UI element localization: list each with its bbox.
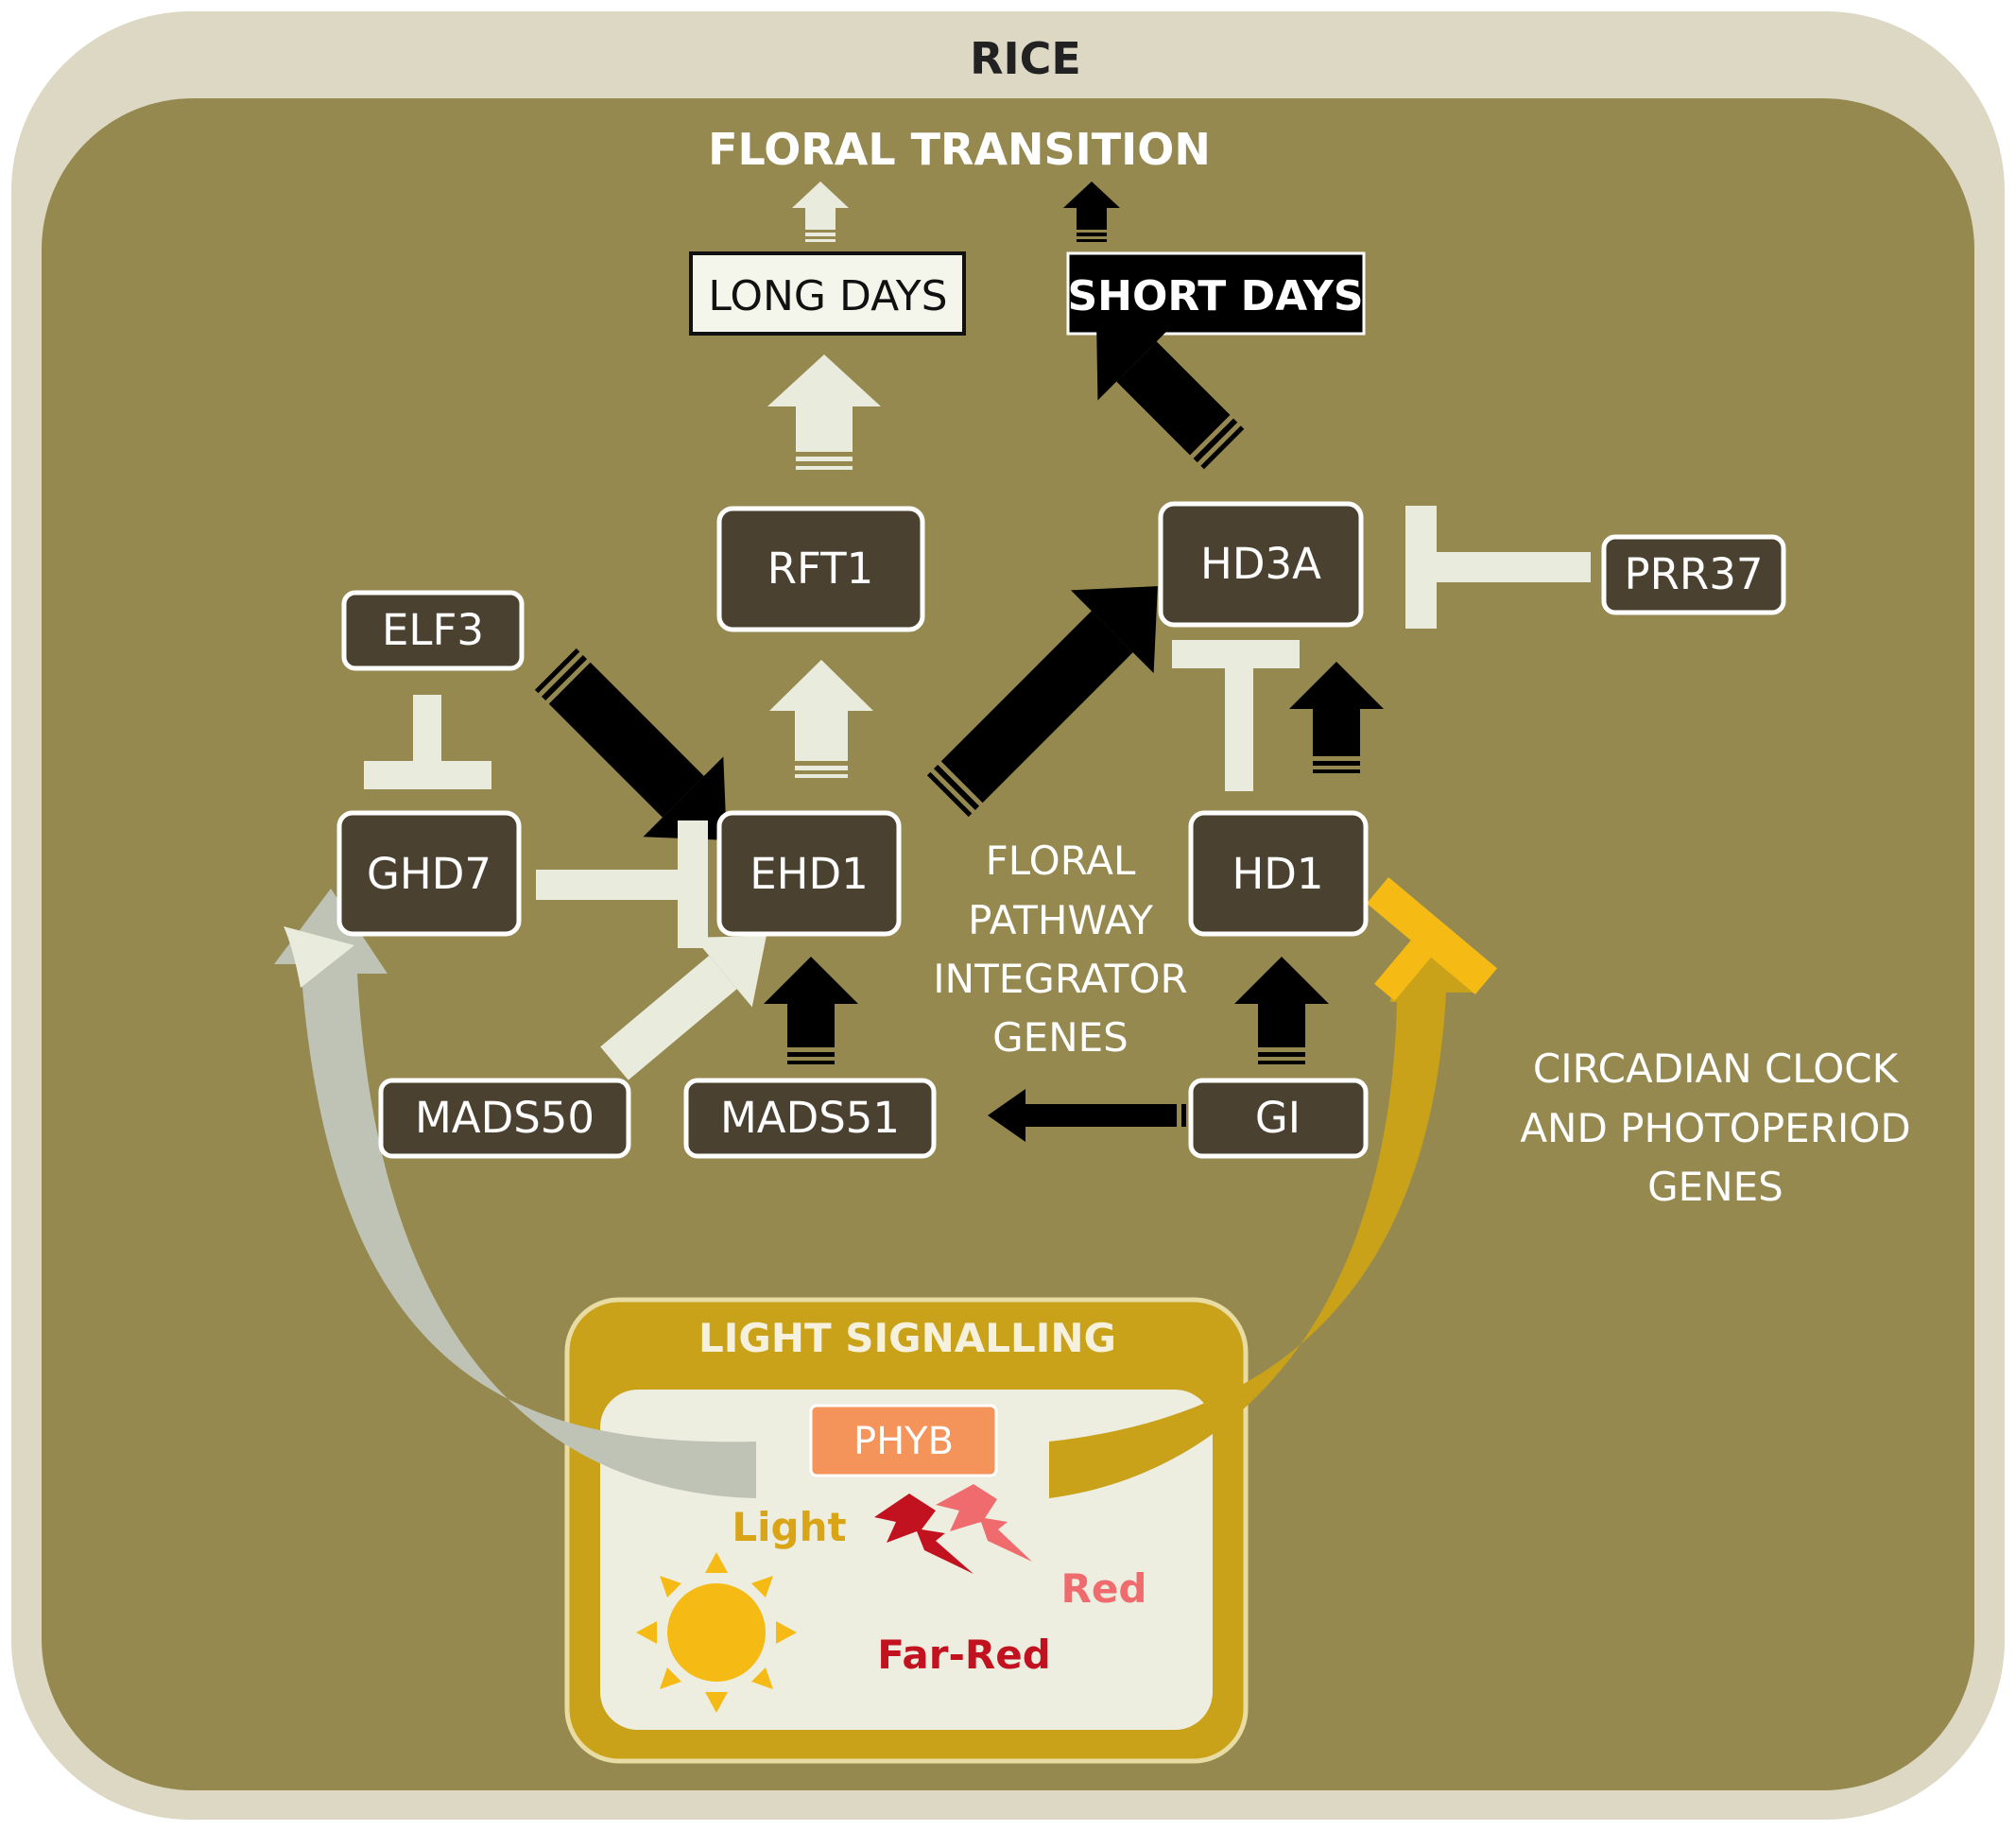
elf3-node: ELF3 [341,590,525,671]
phyb-label: PHYB [853,1420,954,1463]
elf3-label: ELF3 [382,605,484,655]
sun-icon [636,1552,797,1713]
clock-line-2: AND PHOTOPERIOD [1520,1105,1910,1151]
clock-line-1: CIRCADIAN CLOCK [1533,1045,1900,1092]
prr37-label: PRR37 [1625,549,1764,599]
clock-line-3: GENES [1647,1164,1783,1210]
gi-node: GI [1188,1078,1369,1159]
gi-to-hd1-arrow [1234,957,1329,1064]
clock-represses-hd1-bar [1366,877,1498,1001]
elf3-to-ehd1-arrow [534,648,727,840]
floral-transition-label: FLORAL TRANSITION [708,124,1211,175]
integrator-line-1: FLORAL [986,838,1136,884]
elf3-represses-ghd7-bar [364,695,491,789]
hd1-represses-hd3a-bar [1172,640,1300,791]
hd1-node: HD1 [1188,810,1369,937]
gi-label: GI [1255,1093,1301,1143]
ghd7-label: GHD7 [367,849,491,899]
ehd1-label: EHD1 [750,849,869,899]
ehd1-to-hd3a-arrow [926,586,1158,818]
light-to-ghd7-curve-tip [284,926,354,988]
hd3a-label: HD3A [1200,539,1321,589]
long-days-to-floral-arrow [792,181,849,242]
clock-genes-label: CIRCADIAN CLOCK AND PHOTOPERIOD GENES [1520,1045,1910,1210]
light-signalling-title: LIGHT SIGNALLING [698,1315,1116,1361]
ehd1-node: EHD1 [716,810,902,937]
mads50-node: MADS50 [378,1078,631,1159]
mads51-to-ehd1-arrow [764,957,858,1064]
integrator-line-2: PATHWAY [968,897,1153,943]
long-days-label: LONG DAYS [708,272,947,320]
red-bolt-icon [936,1484,1032,1562]
prr37-represses-hd3a-bar [1405,506,1591,629]
mads50-to-ehd1-arrow [600,936,767,1080]
light-label: Light [732,1504,846,1550]
short-days-box [1066,251,1366,336]
mads51-label: MADS51 [720,1093,900,1143]
diagram-title: RICE [970,33,1081,84]
hd1-label: HD1 [1232,849,1323,899]
far-red-bolt-icon [874,1494,974,1574]
short-days-to-floral-arrow [1063,181,1120,242]
ghd7-node: GHD7 [336,810,522,937]
rft1-node: RFT1 [716,506,925,632]
hd3a-node: HD3A [1158,501,1364,628]
mads50-label: MADS50 [415,1093,594,1143]
rft1-label: RFT1 [767,544,873,594]
rft1-to-long-days-arrow [767,354,881,470]
hd1-to-hd3a-arrow [1289,662,1384,773]
integrator-genes-label: FLORAL PATHWAY INTEGRATOR GENES [933,838,1187,1061]
light-to-clock-curve [1049,917,1474,1498]
prr37-node: PRR37 [1601,534,1786,615]
ghd7-represses-ehd1-bar [536,820,708,948]
ehd1-to-rft1-arrow [769,660,873,778]
far-red-label: Far-Red [877,1632,1051,1678]
short-days-label: SHORT DAYS [1067,272,1363,320]
phyb-box [809,1404,998,1477]
mads51-node: MADS51 [683,1078,937,1159]
long-days-box [689,251,966,336]
inner-panel [42,98,1974,1790]
hd3a-to-short-days-arrow [1096,321,1245,470]
integrator-line-4: GENES [992,1014,1129,1061]
red-label: Red [1061,1565,1147,1612]
integrator-line-3: INTEGRATOR [933,956,1187,1002]
